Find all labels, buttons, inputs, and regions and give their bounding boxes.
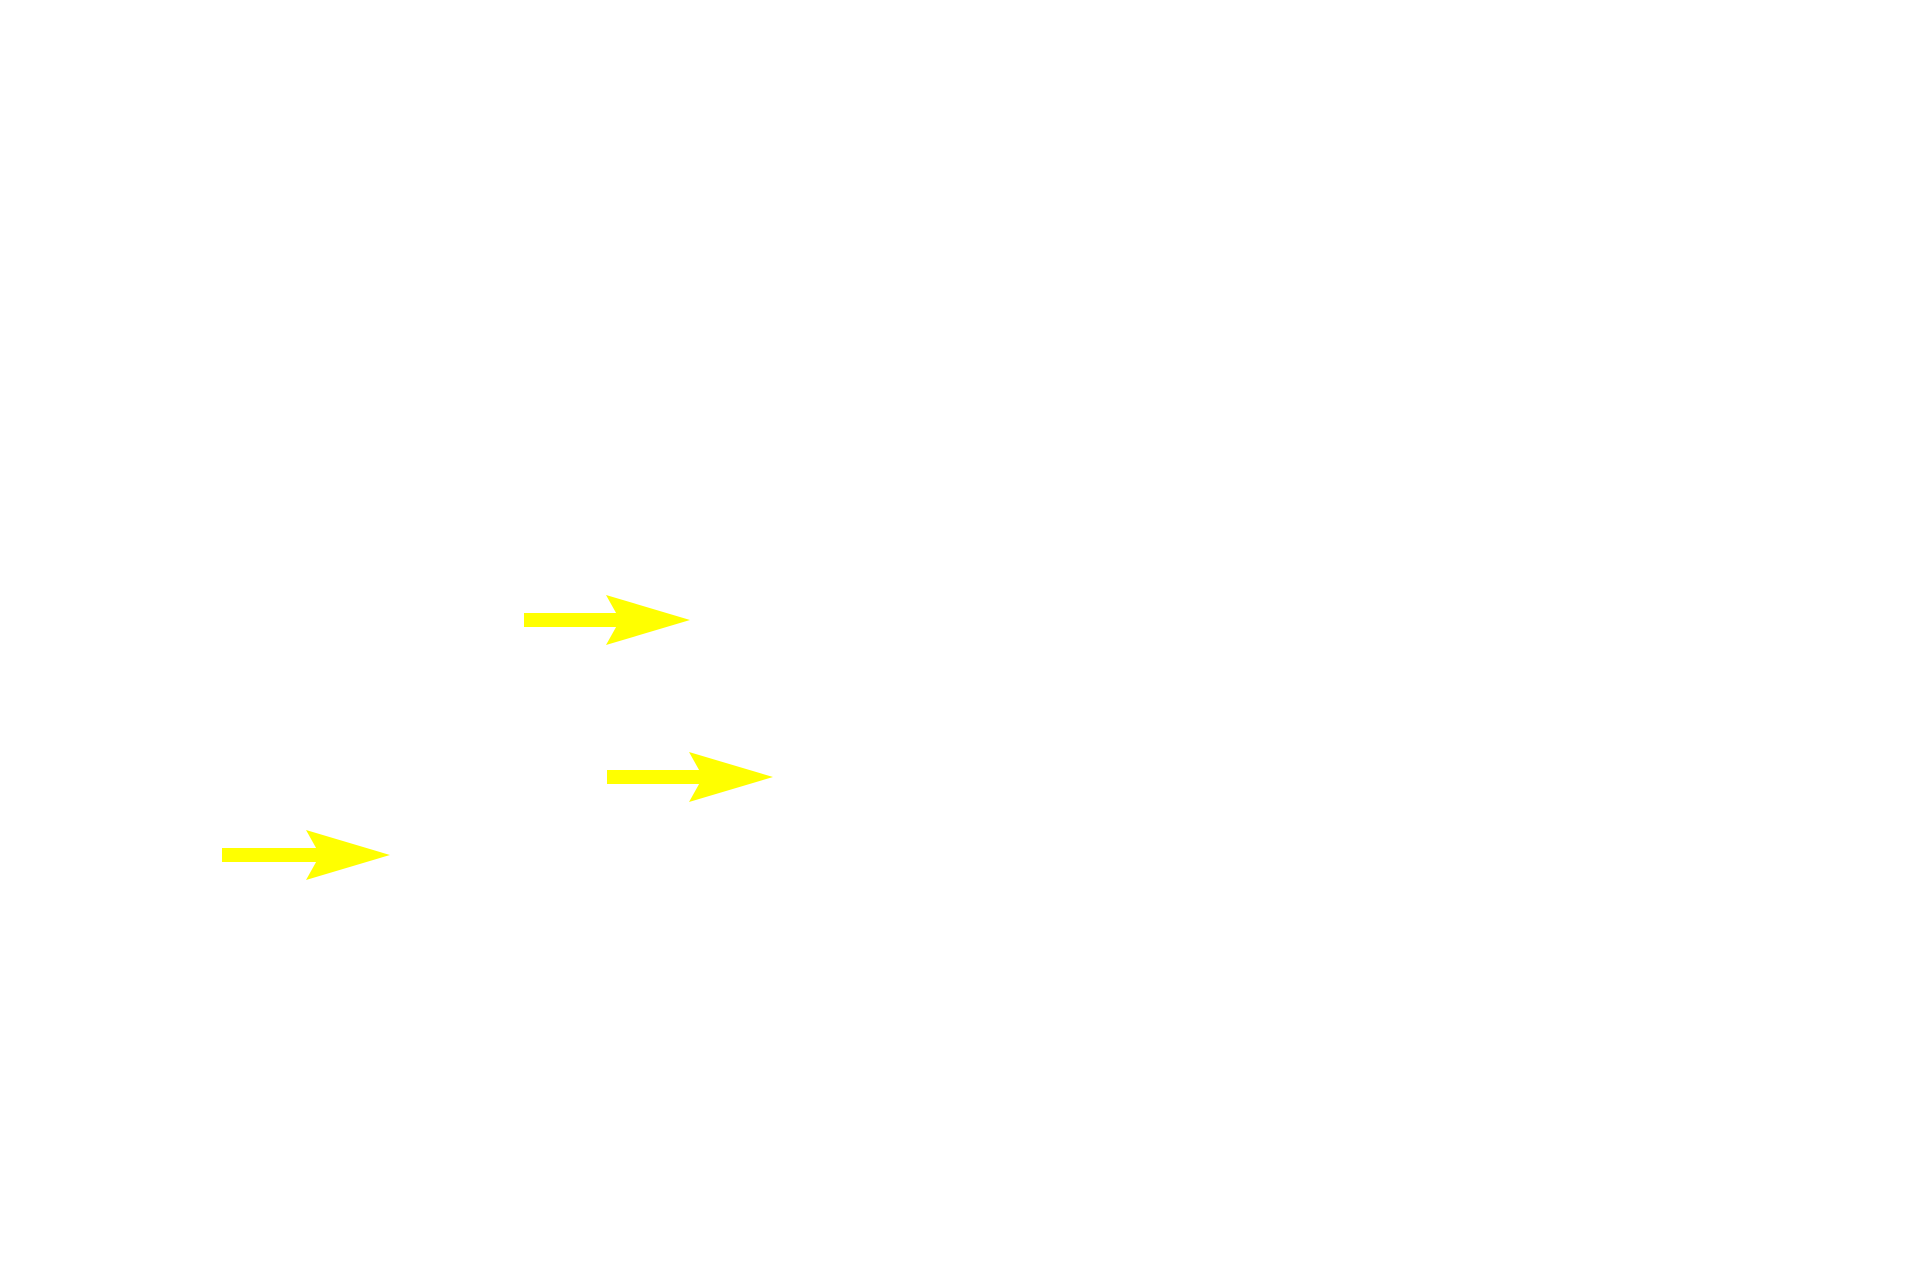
right-arrow-icon bbox=[524, 595, 690, 645]
arrow-shaft bbox=[524, 613, 640, 627]
arrow-head bbox=[689, 752, 773, 802]
right-arrow-icon bbox=[222, 830, 390, 880]
arrow-head bbox=[306, 830, 390, 880]
right-arrow-icon bbox=[607, 752, 773, 802]
arrow-shaft bbox=[607, 770, 723, 784]
arrow-head bbox=[606, 595, 690, 645]
arrow-shaft bbox=[222, 848, 340, 862]
